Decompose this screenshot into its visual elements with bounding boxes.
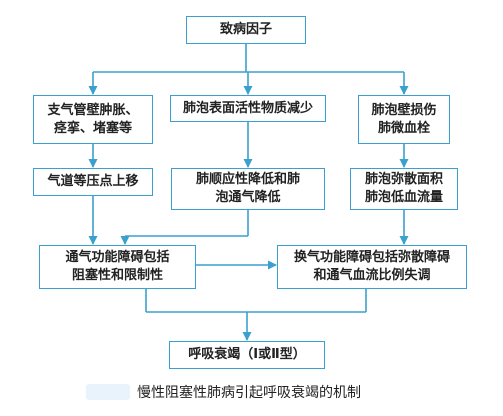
node-alveolar-wall-line2: 肺微血栓 [377,120,430,136]
node-airway-cause-line1: 支气管壁肿胀、 [47,102,139,118]
caption-marker [86,384,130,400]
node-root: 致病因子 [186,16,306,44]
node-alveolar-wall-line1: 肺泡壁损伤 [371,102,437,118]
node-gas-exchange-line1: 换气功能障碍包括弥散障碍 [293,250,450,265]
node-ventilation-line2: 阻塞性和限制性 [71,268,163,283]
node-airway-cause: 支气管壁肿胀、 痉挛、堵塞等 [33,95,153,144]
node-surfactant: 肺泡表面活性物质减少 [170,95,326,122]
node-diffusion-area-line2: 肺泡低血流量 [364,190,443,205]
node-root-text: 致病因子 [219,22,272,37]
node-airway-cause-line2: 痉挛、堵塞等 [53,120,132,136]
node-airway-pressure-text: 气道等压点上移 [47,174,139,189]
node-compliance: 肺顺应性降低和肺 泡通气降低 [171,168,325,210]
node-alveolar-wall: 肺泡壁损伤 肺微血栓 [358,95,450,144]
node-diffusion-area: 肺泡弥散面积 肺泡低血流量 [350,168,458,210]
node-compliance-line2: 泡通气降低 [215,190,281,205]
node-gas-exchange: 换气功能障碍包括弥散障碍 和通气血流比例失调 [277,245,467,289]
node-diffusion-area-line1: 肺泡弥散面积 [364,172,443,187]
node-compliance-line1: 肺顺应性降低和肺 [195,172,300,187]
figure-caption: 慢性阻塞性肺病引起呼吸衰竭的机制 [137,385,361,401]
node-result-text: 呼吸衰竭（Ⅰ或Ⅱ型） [188,347,306,362]
node-result: 呼吸衰竭（Ⅰ或Ⅱ型） [169,341,325,369]
node-airway-pressure: 气道等压点上移 [33,168,153,196]
node-ventilation-line1: 通气功能障碍包括 [65,250,170,265]
node-gas-exchange-line2: 和通气血流比例失调 [313,268,431,283]
node-ventilation: 通气功能障碍包括 阻塞性和限制性 [39,245,196,289]
node-surfactant-text: 肺泡表面活性物质减少 [182,100,313,116]
